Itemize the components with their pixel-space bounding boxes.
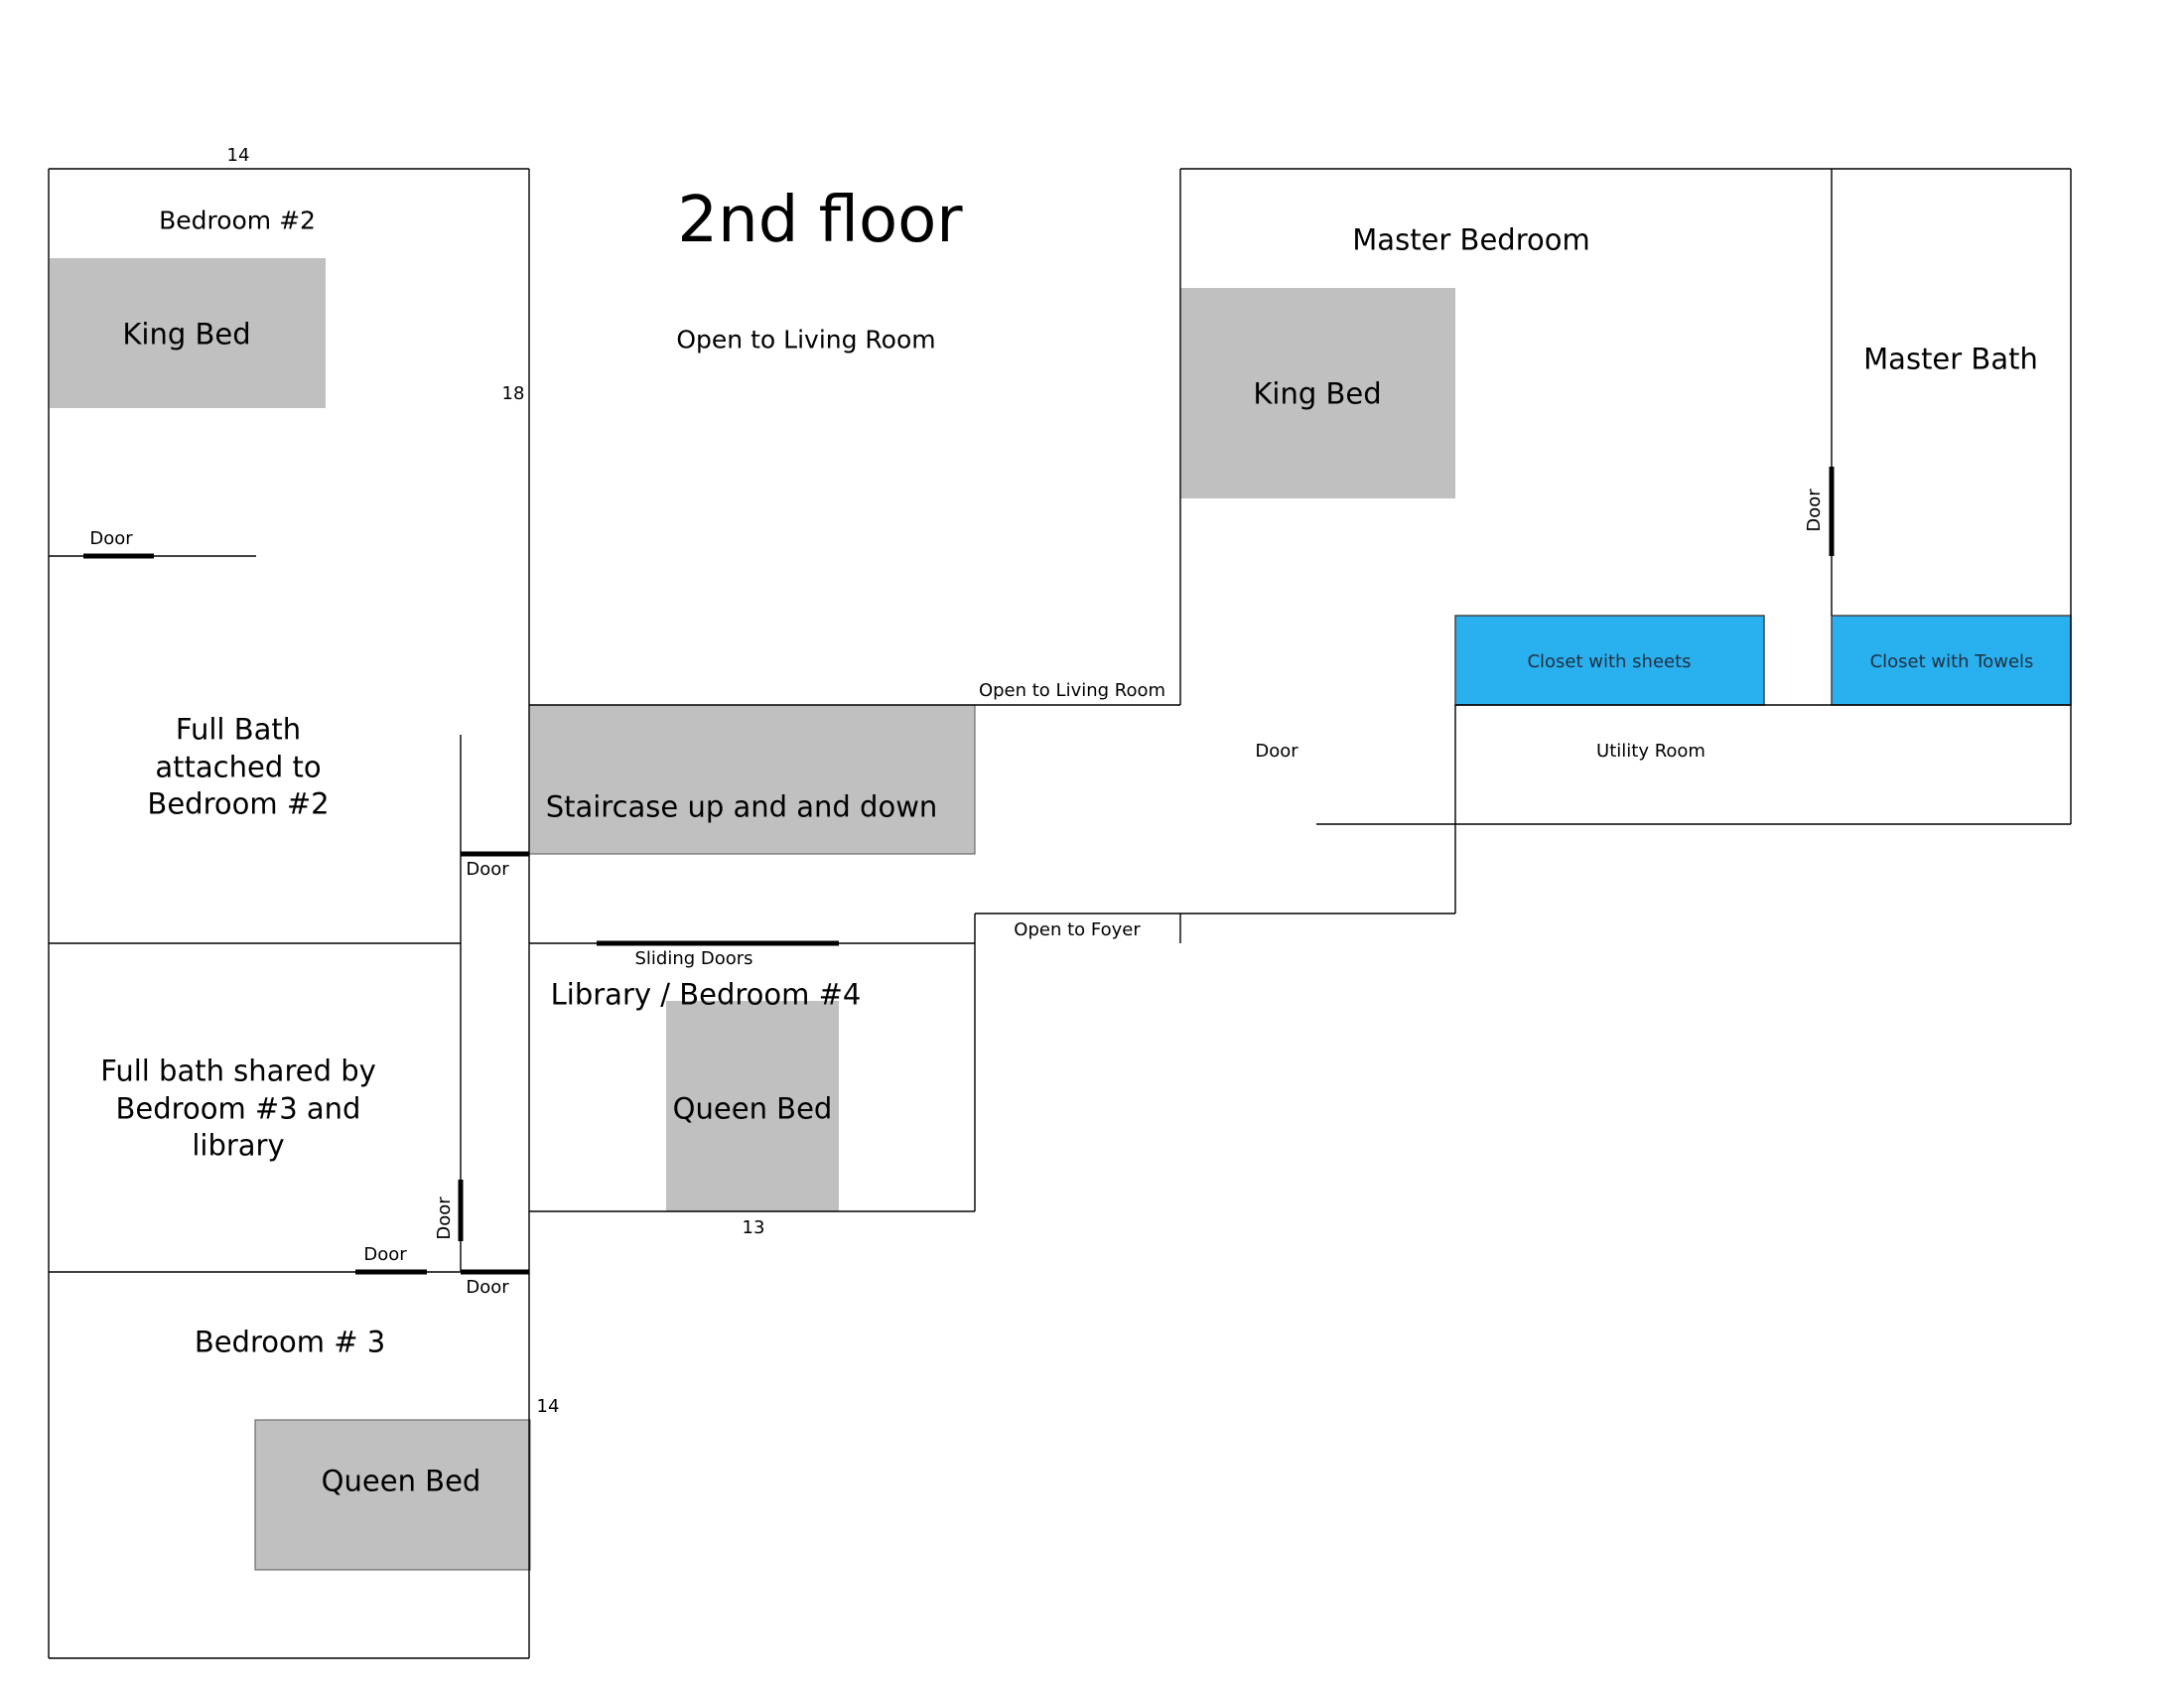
dimension-library-width: 13 <box>742 1217 765 1238</box>
door-label-bedroom2: Door <box>89 528 133 549</box>
open-foyer-label: Open to Foyer <box>1014 919 1141 940</box>
king-bed-bedroom2-label: King Bed <box>122 317 251 352</box>
room-label-utility: Utility Room <box>1596 741 1706 762</box>
door-label-master-bath: Door <box>1804 489 1825 532</box>
room-label-open-living: Open to Living Room <box>676 325 936 354</box>
room-label-master-bath: Master Bath <box>1863 342 2038 376</box>
room-label-master-bedroom: Master Bedroom <box>1352 222 1590 257</box>
king-bed-master-label: King Bed <box>1253 376 1382 411</box>
dimension-bedroom3-length: 14 <box>536 1396 560 1417</box>
room-label-full-bath: Full Bath attached to Bedroom #2 <box>147 712 330 821</box>
room-label-bedroom2: Bedroom #2 <box>159 206 316 235</box>
door-label-shared-bath: Door <box>363 1244 407 1265</box>
room-label-library: Library / Bedroom #4 <box>550 977 862 1012</box>
staircase <box>528 704 976 855</box>
open-living-label: Open to Living Room <box>978 680 1166 701</box>
closet-towels-label: Closet with Towels <box>1869 651 2034 672</box>
sliding-doors-label: Sliding Doors <box>634 948 753 969</box>
page-title: 2nd floor <box>677 184 963 257</box>
room-label-staircase: Staircase up and and down <box>545 789 938 824</box>
room-label-shared-bath: Full bath shared by Bedroom #3 and libra… <box>100 1054 376 1163</box>
queen-bed-library <box>666 1001 839 1211</box>
dimension-top-width: 14 <box>226 145 250 166</box>
queen-bed-bedroom3-label: Queen Bed <box>321 1464 481 1498</box>
queen-bed-bedroom3 <box>254 1419 531 1571</box>
king-bed-master <box>1180 288 1455 498</box>
door-markers <box>83 467 1835 1275</box>
king-bed-bedroom2 <box>50 258 326 408</box>
room-label-bedroom3: Bedroom # 3 <box>194 1325 386 1359</box>
door-label-bedroom3: Door <box>466 1277 509 1298</box>
dimension-side-length: 18 <box>501 383 525 404</box>
closet-sheets-label: Closet with sheets <box>1527 651 1692 672</box>
queen-bed-library-label: Queen Bed <box>672 1091 833 1126</box>
door-label-full-bath: Door <box>466 859 509 880</box>
door-label-shared-bath-side: Door <box>434 1196 455 1240</box>
door-label-utility: Door <box>1255 741 1298 762</box>
